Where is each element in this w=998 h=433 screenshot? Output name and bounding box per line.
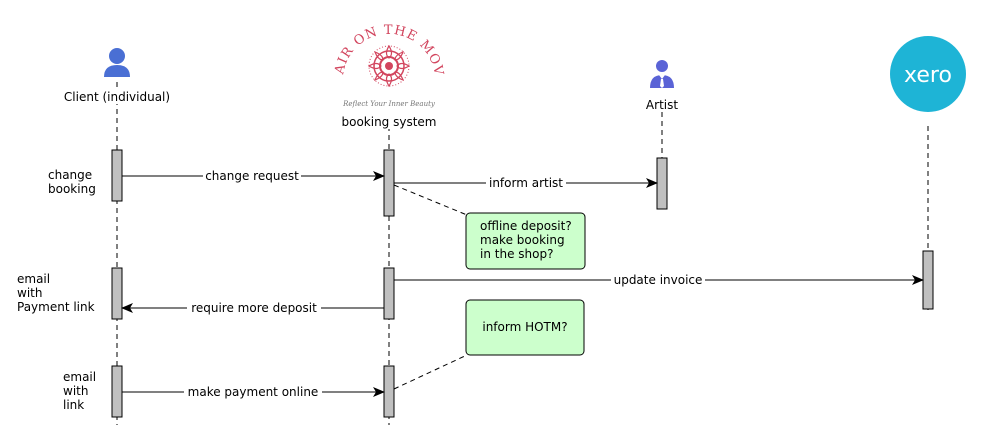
note-offline-deposit[interactable]: offline deposit? make booking in the sho… — [393, 184, 586, 270]
message-require-more-deposit[interactable]: require more deposit — [121, 300, 384, 316]
activation-booking-3 — [383, 365, 395, 418]
message-inform-artist[interactable]: inform artist — [394, 175, 658, 191]
side-label-line: with — [17, 286, 42, 300]
activation-client-1 — [111, 149, 123, 202]
note-connector — [393, 184, 468, 216]
participant-artist[interactable]: Artist — [644, 60, 680, 112]
note-box — [465, 212, 586, 270]
note-inform-hotm[interactable]: inform HOTM? — [393, 299, 585, 390]
activation-client-2 — [111, 267, 123, 320]
participant-booking-system[interactable]: HAIR ON THE MOVE Reflect Your I — [0, 0, 446, 129]
side-label-line: link — [63, 398, 84, 412]
message-label: change request — [205, 169, 299, 183]
businessman-icon — [650, 60, 674, 88]
side-label-line: with — [63, 384, 88, 398]
activation-xero-1 — [922, 250, 934, 310]
note-line: inform HOTM? — [482, 320, 567, 334]
user-icon — [104, 48, 130, 77]
activation-booking-1 — [383, 149, 395, 217]
side-label-email-link: email with link — [63, 370, 96, 412]
message-label: update invoice — [614, 273, 703, 287]
note-box — [465, 299, 585, 356]
side-label-line: change — [48, 168, 92, 182]
note-line: make booking — [480, 233, 565, 247]
side-label-line: email — [63, 370, 96, 384]
side-label-line: Payment link — [17, 300, 95, 314]
participant-label: booking system — [341, 115, 436, 129]
message-make-payment-online[interactable]: make payment online — [122, 384, 385, 400]
activation-artist-1 — [656, 157, 668, 210]
message-change-request[interactable]: change request — [122, 168, 385, 184]
note-line: in the shop? — [480, 247, 553, 261]
message-label: inform artist — [489, 176, 563, 190]
side-label-email-payment-link: email with Payment link — [17, 272, 95, 314]
participant-client[interactable]: Client (individual) — [60, 48, 174, 104]
note-connector — [393, 354, 468, 390]
message-update-invoice[interactable]: update invoice — [394, 272, 924, 288]
participant-label: Client (individual) — [64, 90, 170, 104]
message-label: make payment online — [188, 385, 319, 399]
mandala-icon — [367, 44, 411, 88]
side-label-line: email — [17, 272, 50, 286]
side-label-change-booking: change booking — [48, 168, 96, 196]
xero-logo-text: xero — [904, 63, 952, 88]
message-label: require more deposit — [191, 301, 317, 315]
activation-client-3 — [111, 365, 123, 418]
logo-tagline: Reflect Your Inner Beauty — [342, 100, 436, 108]
activation-booking-2 — [383, 267, 395, 320]
participant-xero[interactable]: xero — [890, 36, 966, 112]
participant-label: Artist — [646, 98, 678, 112]
xero-logo: xero — [890, 36, 966, 112]
note-line: offline deposit? — [480, 219, 572, 233]
side-label-line: booking — [48, 182, 96, 196]
